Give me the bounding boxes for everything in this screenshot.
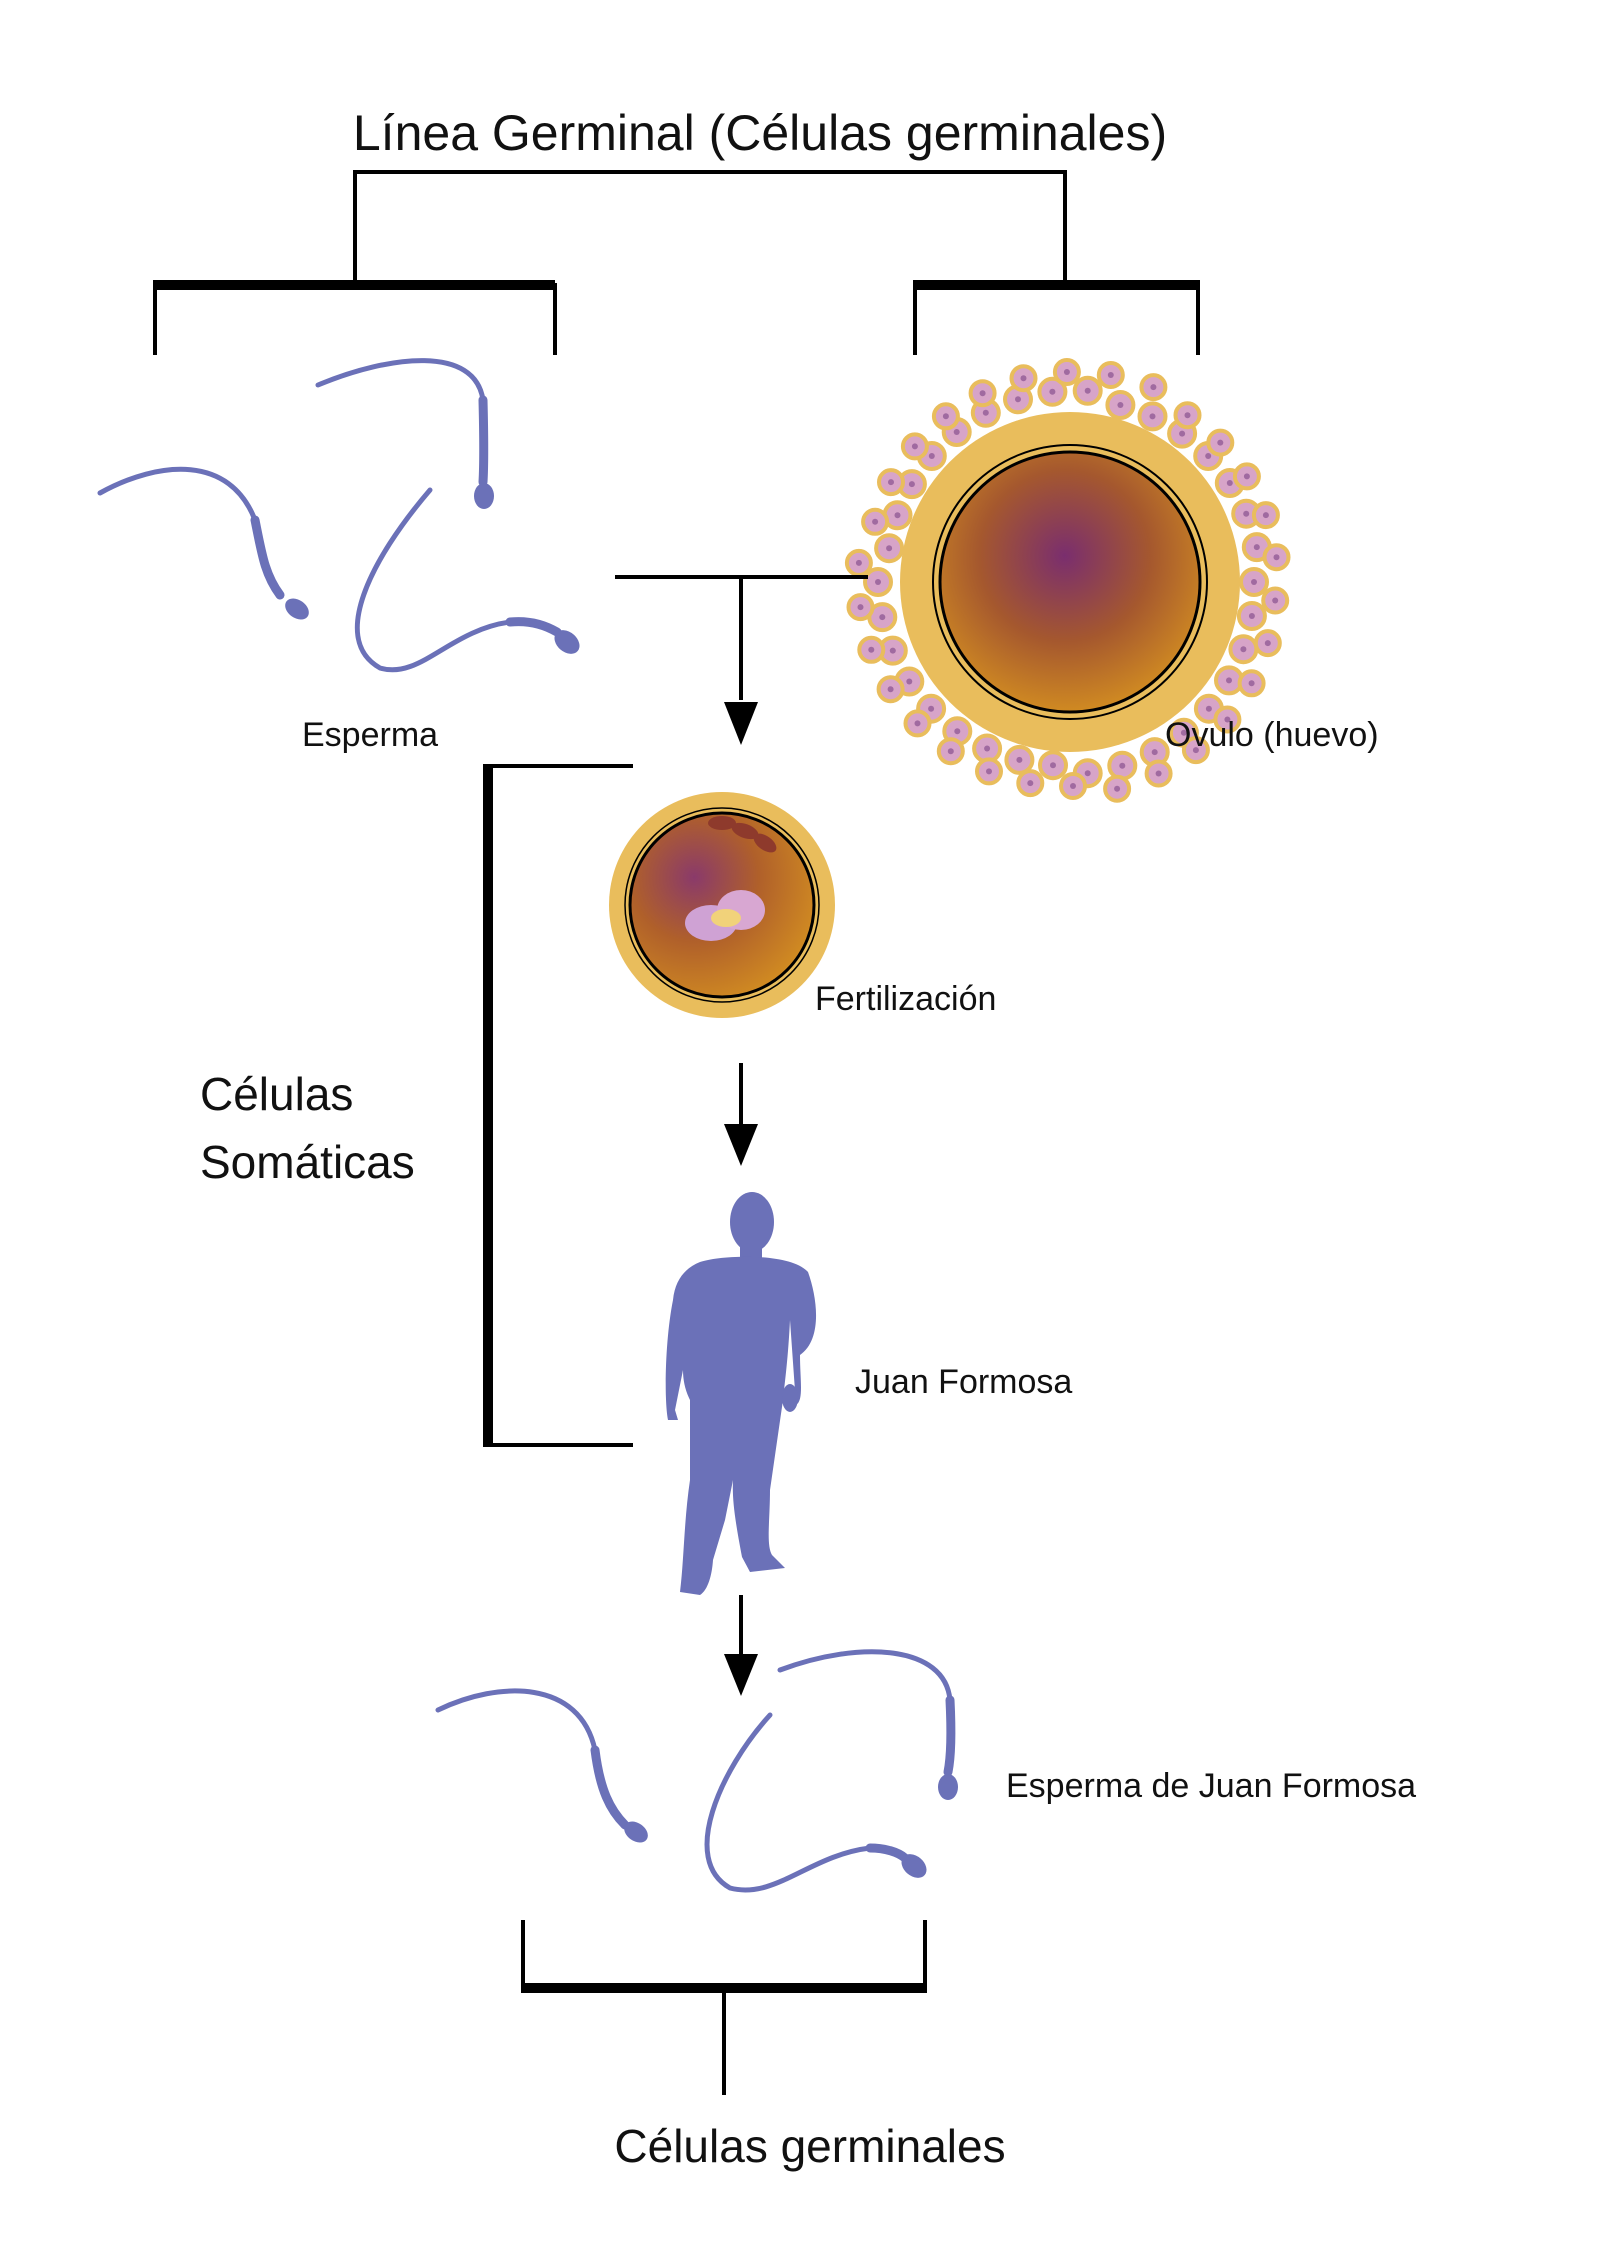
follicle-nucleus — [942, 413, 949, 420]
follicle-nucleus — [1119, 762, 1126, 769]
somatic-label-line1: Células — [200, 1068, 353, 1120]
sperm-icon — [435, 1649, 958, 1893]
follicle-nucleus — [1020, 375, 1027, 382]
follicle-nucleus — [1248, 680, 1255, 687]
follicle-nucleus — [1264, 640, 1271, 647]
germ-cells-label: Células germinales — [614, 2120, 1005, 2172]
arrow-down-icon — [724, 702, 758, 745]
follicle-nucleus — [886, 545, 893, 552]
follicle-nucleus — [857, 604, 864, 611]
follicle-nucleus — [855, 559, 862, 566]
follicle-nucleus — [1180, 729, 1187, 736]
follicle-nucleus — [928, 453, 935, 459]
follicle-nucleus — [889, 647, 896, 654]
follicle-nucleus — [1224, 716, 1231, 723]
person-label: Juan Formosa — [855, 1363, 1072, 1401]
follicle-nucleus — [1114, 785, 1121, 792]
top-bracket — [153, 170, 1200, 355]
follicle-nucleus — [1253, 544, 1260, 551]
somatic-label-line2: Somáticas — [200, 1136, 415, 1188]
follicle-nucleus — [1151, 749, 1158, 756]
follicle-nucleus — [1243, 473, 1250, 480]
follicle-nucleus — [1049, 388, 1056, 395]
follicle-nucleus — [984, 745, 991, 752]
follicle-nucleus — [1084, 387, 1091, 394]
follicle-nucleus — [1217, 439, 1224, 446]
follicle-nucleus — [1273, 554, 1280, 561]
person-sperm-label: Esperma de Juan Formosa — [1006, 1767, 1416, 1805]
follicle-nucleus — [1251, 579, 1257, 585]
follicle-nucleus — [1084, 770, 1091, 777]
somatic-bracket — [483, 764, 633, 1447]
person-silhouette-icon — [665, 1192, 817, 1595]
follicle-nucleus — [875, 579, 881, 585]
follicle-nucleus — [879, 614, 886, 621]
follicle-nucleus — [906, 678, 913, 685]
follicle-nucleus — [1272, 597, 1279, 604]
follicle-nucleus — [1240, 646, 1247, 653]
follicle-nucleus — [1027, 780, 1034, 787]
follicle-nucleus — [1015, 396, 1021, 403]
follicle-nucleus — [1226, 480, 1233, 486]
arrow-down-icon — [724, 1654, 758, 1696]
fertilization-connector — [615, 575, 868, 700]
follicle-nucleus — [928, 705, 935, 712]
follicle-nucleus — [1016, 756, 1023, 763]
follicle-nucleus — [894, 512, 901, 519]
follicle-nucleus — [954, 728, 961, 735]
zygote-icon — [609, 792, 835, 1018]
follicle-nucleus — [872, 518, 879, 525]
follicle-nucleus — [888, 479, 894, 486]
follicle-nucleus — [1226, 677, 1232, 684]
follicle-nucleus — [1063, 369, 1070, 375]
follicle-nucleus — [1205, 705, 1212, 712]
fertilization-label: Fertilización — [815, 980, 996, 1018]
follicle-nucleus — [1248, 613, 1255, 619]
follicle-nucleus — [1192, 747, 1199, 754]
follicle-nucleus — [1107, 372, 1114, 378]
follicle-nucleus — [914, 720, 921, 727]
follicle-nucleus — [908, 481, 915, 488]
sperm-icon — [97, 358, 580, 673]
follicle-nucleus — [1184, 412, 1191, 419]
follicle-nucleus — [887, 686, 894, 693]
follicle-nucleus — [1243, 510, 1250, 517]
follicle-nucleus — [953, 429, 960, 435]
sperm-label: Esperma — [302, 716, 438, 754]
bottom-bracket — [521, 1920, 927, 2095]
follicle-nucleus — [947, 748, 954, 755]
follicle-nucleus — [1117, 402, 1124, 408]
follicle-nucleus — [979, 390, 986, 397]
follicle-nucleus — [982, 409, 989, 416]
follicle-nucleus — [1205, 453, 1212, 459]
follicle-nucleus — [1262, 512, 1269, 519]
egg-cell-icon — [844, 358, 1291, 803]
follicle-nucleus — [1149, 413, 1156, 420]
diagram-title: Línea Germinal (Células germinales) — [353, 105, 1167, 161]
follicle-nucleus — [1179, 430, 1186, 437]
follicle-nucleus — [986, 768, 992, 775]
egg-label: Ovulo (huevo) — [1165, 716, 1379, 754]
follicle-nucleus — [1155, 770, 1162, 777]
follicle-nucleus — [1070, 783, 1076, 789]
arrow-down-icon — [724, 1124, 758, 1166]
follicle-nucleus — [1050, 762, 1056, 769]
follicle-nucleus — [868, 646, 875, 653]
follicle-nucleus — [911, 443, 918, 450]
follicle-nucleus — [1150, 384, 1157, 391]
